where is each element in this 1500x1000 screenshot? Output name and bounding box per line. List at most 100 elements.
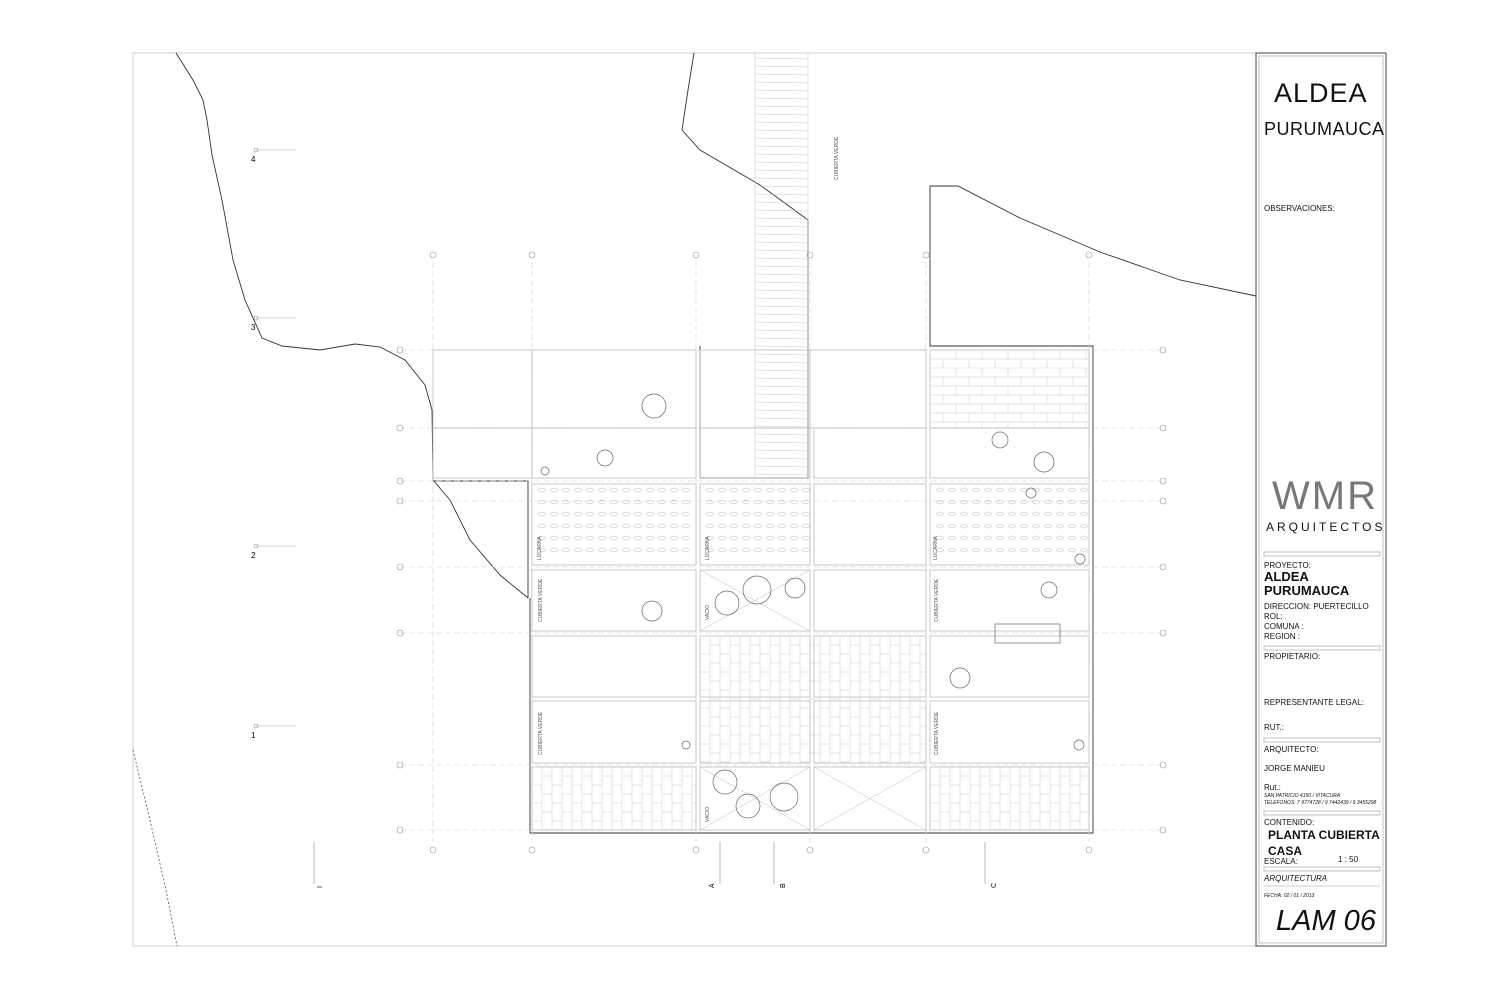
lucarna-pattern-3-mark bbox=[1067, 499, 1077, 505]
hatch-brick-center bbox=[699, 635, 926, 763]
lucarna-pattern-1-mark bbox=[645, 511, 655, 517]
arquitecto-label: ARQUITECTO: bbox=[1264, 745, 1319, 754]
lucarna-pattern-3-mark bbox=[995, 547, 1005, 553]
stair-tread bbox=[754, 337, 809, 340]
lucarna-pattern-3-mark bbox=[1055, 535, 1065, 541]
tree-symbol-1 bbox=[641, 393, 667, 419]
lucarna-pattern-3 bbox=[935, 487, 1089, 553]
lucarna-pattern-2-mark bbox=[765, 487, 775, 493]
tree-symbol-4 bbox=[991, 431, 1009, 449]
lucarna-pattern-3-mark bbox=[1031, 523, 1041, 529]
proyecto-name-2: PURUMAUCA bbox=[1264, 583, 1350, 598]
lucarna-pattern-3-mark bbox=[1067, 487, 1077, 493]
lucarna-pattern-1-mark bbox=[645, 523, 655, 529]
tree-symbol-15 bbox=[1073, 739, 1085, 751]
lucarna-pattern-1-mark bbox=[537, 499, 547, 505]
lucarna-pattern-3-mark bbox=[1019, 535, 1029, 541]
grid-bubble-top-5-0 bbox=[922, 251, 930, 259]
stair-tread bbox=[754, 153, 809, 156]
lucarna-pattern-3-mark bbox=[947, 511, 957, 517]
roof-cell-15 bbox=[531, 569, 697, 632]
label-lucarna-3: LUCARNA bbox=[933, 535, 939, 560]
label-cubierta-verde-2: CUBIERTA VERDE bbox=[934, 578, 940, 622]
stair-tread bbox=[754, 473, 809, 476]
stair-tread bbox=[754, 345, 809, 348]
lucarna-pattern-1-mark bbox=[633, 547, 643, 553]
lucarna-pattern-3-mark bbox=[1079, 499, 1089, 505]
lucarna-pattern-3-mark bbox=[971, 535, 981, 541]
stair-tread bbox=[754, 169, 809, 172]
lucarna-pattern-3-mark bbox=[935, 511, 945, 517]
roof-cell-30 bbox=[929, 766, 1090, 831]
roof-hatches bbox=[531, 349, 1089, 831]
lucarna-pattern-1-mark bbox=[573, 511, 583, 517]
title-purumauca: PURUMAUCA bbox=[1264, 119, 1385, 139]
lucarna-pattern-3-mark bbox=[983, 511, 993, 517]
lucarna-pattern-1-mark bbox=[585, 523, 595, 529]
roof-cell-28 bbox=[699, 766, 811, 831]
lucarna-pattern-2-mark bbox=[801, 547, 811, 553]
lucarna-pattern-3-mark bbox=[959, 523, 969, 529]
observaciones-label: OBSERVACIONES: bbox=[1264, 204, 1335, 213]
lucarna-pattern-1-mark bbox=[537, 523, 547, 529]
lucarna-pattern-1-mark bbox=[645, 535, 655, 541]
lucarna-pattern-1-mark bbox=[657, 487, 667, 493]
stair-tread bbox=[754, 257, 809, 260]
stair-tread bbox=[754, 393, 809, 396]
lucarna-pattern-3-mark bbox=[1055, 487, 1065, 493]
stair-tread bbox=[754, 297, 809, 300]
stair-tread bbox=[754, 321, 809, 324]
stair-tread bbox=[754, 121, 809, 124]
level-bubble-3 bbox=[253, 315, 259, 321]
firm-name: ARQUITECTOS bbox=[1266, 520, 1386, 534]
lucarna-pattern-2-mark bbox=[789, 523, 799, 529]
lucarna-pattern-1-mark bbox=[669, 535, 679, 541]
stair-tread bbox=[754, 465, 809, 468]
lucarna-pattern-3-mark bbox=[1079, 535, 1089, 541]
lucarna-pattern-3-mark bbox=[1055, 523, 1065, 529]
stair-tread bbox=[754, 113, 809, 116]
lucarna-pattern-2-mark bbox=[765, 547, 775, 553]
propietario: PROPIETARIO: bbox=[1264, 652, 1321, 661]
grid-bubble-side-6-1 bbox=[1159, 629, 1167, 637]
lucarna-pattern-1-mark bbox=[585, 499, 595, 505]
stair-tread bbox=[754, 217, 809, 220]
lucarna-pattern-3-mark bbox=[947, 547, 957, 553]
representante-legal: REPRESENTANTE LEGAL: bbox=[1264, 698, 1364, 707]
lucarna-pattern-3-mark bbox=[995, 487, 1005, 493]
lucarna-pattern-1-mark bbox=[549, 511, 559, 517]
lucarna-pattern-3-mark bbox=[1067, 511, 1077, 517]
lucarna-pattern-3-mark bbox=[971, 547, 981, 553]
lucarna-pattern-1-mark bbox=[537, 547, 547, 553]
lucarna-pattern-3-mark bbox=[1019, 499, 1029, 505]
stair-tread bbox=[754, 369, 809, 372]
lucarna-pattern-1-mark bbox=[573, 499, 583, 505]
lucarna-pattern-3-mark bbox=[1043, 547, 1053, 553]
lucarna-pattern-1-mark bbox=[657, 535, 667, 541]
lucarna-pattern-1-mark bbox=[549, 547, 559, 553]
lucarna-pattern-3-mark bbox=[995, 499, 1005, 505]
lucarna-pattern-2-mark bbox=[753, 511, 763, 517]
lucarna-pattern-3-mark bbox=[1019, 523, 1029, 529]
stair-tread bbox=[754, 425, 809, 428]
roof-cell-22 bbox=[929, 635, 1090, 698]
lucarna-pattern-1-mark bbox=[621, 499, 631, 505]
lucarna-pattern-3-mark bbox=[983, 523, 993, 529]
lucarna-pattern-3-mark bbox=[1019, 547, 1029, 553]
label-cubierta-verde-top: CUBIERTA VERDE bbox=[834, 136, 840, 180]
stair-tread bbox=[754, 233, 809, 236]
lucarna-pattern-3-mark bbox=[935, 487, 945, 493]
stair-tread bbox=[754, 417, 809, 420]
roof-cell-11 bbox=[531, 483, 697, 566]
lucarna-pattern-1-mark bbox=[669, 547, 679, 553]
lucarna-pattern-2-mark bbox=[729, 523, 739, 529]
lucarna-pattern-1-mark bbox=[573, 535, 583, 541]
roof-cell-1 bbox=[432, 349, 533, 429]
lucarna-pattern-3-mark bbox=[935, 523, 945, 529]
lucarna-pattern-1-mark bbox=[669, 499, 679, 505]
lucarna-pattern-1-mark bbox=[585, 511, 595, 517]
lucarna-pattern-3-mark bbox=[995, 511, 1005, 517]
stair-tread bbox=[754, 201, 809, 204]
label-vacio-1: VACIO bbox=[705, 605, 711, 620]
lucarna-pattern-1-mark bbox=[681, 523, 691, 529]
